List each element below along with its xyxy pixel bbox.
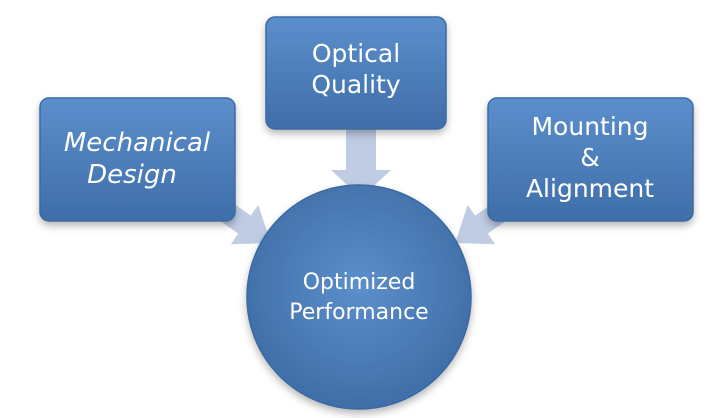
node-optical-quality-line-1: Optical	[312, 39, 400, 68]
svg-text:&: &	[580, 143, 600, 172]
node-optical-quality: Optical Quality	[265, 16, 447, 130]
node-mechanical-design: Mechanical Design	[39, 97, 236, 222]
node-mounting-alignment-line-1: Mounting	[531, 112, 648, 141]
svg-text:Alignment: Alignment	[526, 174, 654, 203]
node-mechanical-design-line-2: Design	[87, 160, 177, 190]
svg-text:Mounting: Mounting	[531, 112, 648, 141]
node-optimized-performance: Optimized Performance	[246, 184, 472, 410]
node-optimized-performance-line-2: Performance	[289, 300, 428, 325]
node-mechanical-design-line-1: Mechanical	[64, 128, 211, 158]
node-mounting-alignment-line-3: Alignment	[526, 174, 654, 203]
node-optical-quality-line-2: Quality	[311, 70, 401, 99]
svg-text:Performance: Performance	[289, 300, 428, 325]
svg-text:Mechanical: Mechanical	[64, 128, 211, 158]
node-mounting-alignment-line-2: &	[580, 143, 600, 172]
node-optimized-performance-line-1: Optimized	[303, 270, 416, 295]
node-mounting-alignment: Mounting & Alignment	[487, 97, 694, 222]
arrow-optical-to-performance	[331, 128, 391, 198]
svg-text:Optical: Optical	[312, 39, 400, 68]
svg-text:Optimized: Optimized	[303, 270, 416, 295]
svg-text:Design: Design	[87, 160, 177, 190]
svg-text:Quality: Quality	[311, 70, 401, 99]
